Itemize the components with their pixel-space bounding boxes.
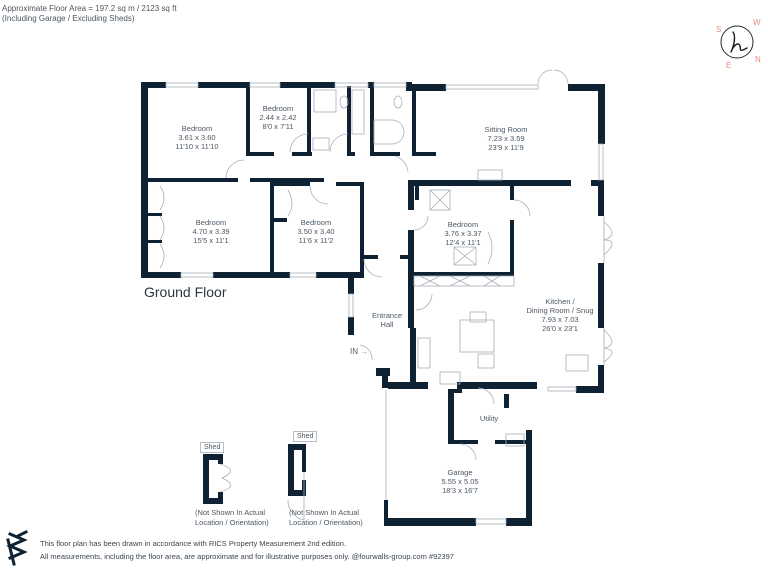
- room-name: Kitchen /: [545, 297, 575, 306]
- room-name: Bedroom: [262, 104, 294, 113]
- room-name: Bedroom: [447, 220, 479, 229]
- room-metric: 2.44 x 2.42: [259, 113, 297, 122]
- compass-n: N: [755, 55, 761, 64]
- shed-note-line1: (Not Shown In Actual: [195, 508, 266, 517]
- room-imperial: 23'9 x 11'9: [488, 143, 524, 152]
- compass-s: S: [716, 25, 721, 34]
- shed-note-2: (Not Shown In Actual Location / Orientat…: [289, 508, 363, 528]
- room-name: Sitting Room: [484, 125, 528, 134]
- entry-text: IN: [350, 347, 358, 356]
- room-imperial: 11'10 x 11'10: [175, 142, 219, 151]
- room-bedroom-3: Bedroom 4.70 x 3.39 15'5 x 11'1: [192, 218, 229, 245]
- room-metric: 3.61 x 3.60: [178, 133, 216, 142]
- room-metric: 7.23 x 3.59: [487, 134, 525, 143]
- compass-w: W: [753, 18, 761, 27]
- room-bedroom-2: Bedroom 2.44 x 2.42 8'0 x 7'11: [259, 104, 296, 131]
- compass-e: E: [726, 61, 731, 70]
- room-name: Bedroom: [181, 124, 213, 133]
- room-name: Utility: [479, 414, 499, 423]
- footer-line1: This floor plan has been drawn in accord…: [40, 539, 346, 548]
- fourwalls-logo-icon: [4, 529, 30, 566]
- room-imperial: 12'4 x 11'1: [445, 238, 481, 247]
- room-imperial: 11'6 x 11'2: [298, 236, 334, 245]
- room-bedroom-4: Bedroom 3.50 x 3.40 11'6 x 11'2: [297, 218, 334, 245]
- room-garage: Garage 5.55 x 5.05 18'3 x 16'7: [441, 468, 478, 495]
- room-name-line2: Hall: [380, 320, 394, 329]
- room-metric: 5.55 x 5.05: [441, 477, 479, 486]
- floor-area-text: Approximate Floor Area = 197.2 sq m / 21…: [2, 4, 177, 13]
- floor-title: Ground Floor: [144, 284, 227, 300]
- room-name: Bedroom: [300, 218, 332, 227]
- room-entrance-hall: Entrance Hall: [372, 311, 402, 329]
- room-imperial: 15'5 x 11'1: [193, 236, 229, 245]
- shed-note-line2: Location / Orientation): [195, 518, 269, 527]
- footer-disclaimer: This floor plan has been drawn in accord…: [40, 537, 454, 563]
- room-metric: 7.93 x 7.03: [541, 315, 579, 324]
- room-bedroom-5: Bedroom 3.76 x 3.37 12'4 x 11'1: [444, 220, 481, 247]
- room-metric: 4.70 x 3.39: [192, 227, 230, 236]
- room-name: Entrance: [371, 311, 403, 320]
- shed-tag-2: Shed: [293, 431, 318, 442]
- room-imperial: 18'3 x 16'7: [442, 486, 478, 495]
- floor-area-header: Approximate Floor Area = 197.2 sq m / 21…: [2, 4, 177, 24]
- arrow-right-icon: →: [360, 347, 369, 356]
- floor-area-note: (Including Garage / Excluding Sheds): [2, 14, 135, 23]
- room-name: Bedroom: [195, 218, 227, 227]
- shed-note-1: (Not Shown In Actual Location / Orientat…: [195, 508, 269, 528]
- room-name-line2: Dining Room / Snug: [526, 306, 594, 315]
- compass-icon: S W N E: [712, 14, 762, 74]
- shed-tag-1: Shed: [200, 442, 225, 453]
- room-sitting-room: Sitting Room 7.23 x 3.59 23'9 x 11'9: [485, 125, 528, 152]
- room-metric: 3.50 x 3.40: [297, 227, 335, 236]
- room-imperial: 8'0 x 7'11: [262, 122, 294, 131]
- room-kitchen-dining-snug: Kitchen / Dining Room / Snug 7.93 x 7.03…: [526, 297, 593, 333]
- shed-note-line1: (Not Shown In Actual: [289, 508, 360, 517]
- entry-label: IN →: [350, 347, 368, 356]
- footer-line2: All measurements, including the floor ar…: [40, 552, 454, 561]
- room-name: Garage: [447, 468, 473, 477]
- room-bedroom-1: Bedroom 3.61 x 3.60 11'10 x 11'10: [175, 124, 218, 151]
- room-metric: 3.76 x 3.37: [444, 229, 482, 238]
- shed-note-line2: Location / Orientation): [289, 518, 363, 527]
- room-utility: Utility: [480, 414, 498, 423]
- room-imperial: 26'0 x 23'1: [542, 324, 578, 333]
